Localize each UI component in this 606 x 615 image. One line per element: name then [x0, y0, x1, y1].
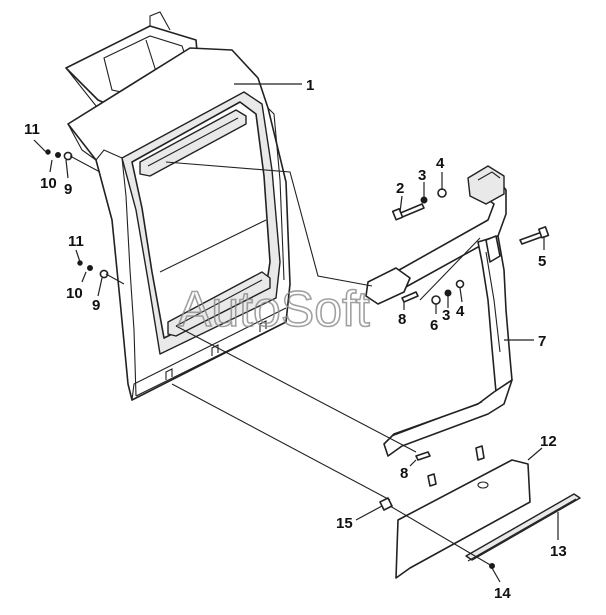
- callout-5: 5: [538, 253, 546, 270]
- callout-8-lower: 8: [400, 465, 408, 482]
- callout-1: 1: [306, 77, 314, 94]
- part-1-panel: [65, 11, 291, 401]
- callout-10-upper: 10: [40, 175, 57, 192]
- callout-11-upper: 11: [24, 121, 40, 138]
- part-13-strip: [465, 493, 581, 562]
- callout-9-lower: 9: [92, 297, 100, 314]
- callout-4-lower: 4: [456, 303, 465, 320]
- callout-8-upper: 8: [398, 311, 406, 328]
- callout-10-lower: 10: [66, 285, 83, 302]
- callout-9-upper: 9: [64, 181, 72, 198]
- callout-11-lower: 11: [68, 233, 84, 250]
- callout-13: 13: [550, 543, 567, 560]
- watermark-text: AutoSoft: [178, 281, 370, 337]
- callout-7: 7: [538, 333, 546, 350]
- callout-6: 6: [430, 317, 438, 334]
- callout-4-upper: 4: [436, 155, 445, 172]
- callout-labels: 1 2 3 4 5 6 3 4 7 8 8 9 9 10 10 11 11 12…: [24, 77, 567, 602]
- callout-2: 2: [396, 180, 404, 197]
- callout-3-lower: 3: [442, 307, 450, 324]
- assembly-lines: [69, 155, 493, 567]
- part-7-bracket: [365, 165, 513, 457]
- callout-3-upper: 3: [418, 167, 426, 184]
- callout-12: 12: [540, 433, 557, 450]
- callout-leaders: [33, 83, 559, 583]
- callout-14: 14: [494, 585, 511, 602]
- callout-15: 15: [336, 515, 353, 532]
- part-12-plate: [395, 459, 531, 579]
- fasteners: [45, 149, 550, 569]
